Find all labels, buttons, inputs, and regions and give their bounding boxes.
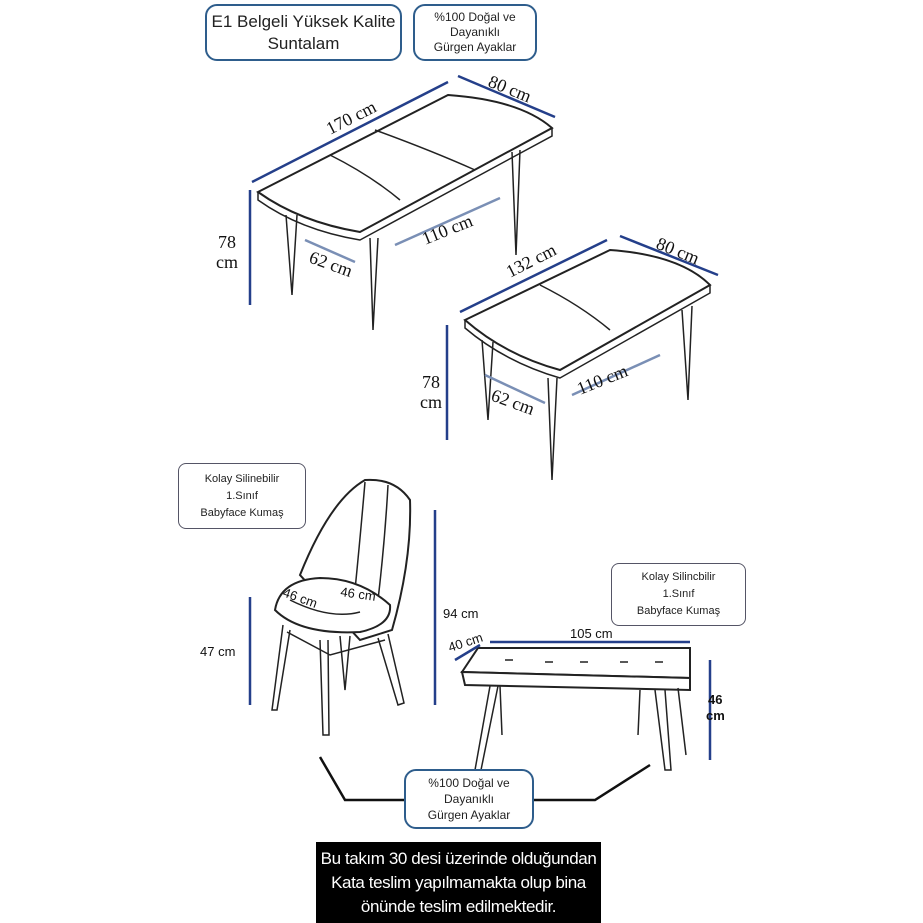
bench-fabric-line-3: Babyface Kumaş (636, 605, 721, 617)
legs-line-1: %100 Doğal ve (434, 10, 516, 24)
table1-height-unit: cm (216, 252, 238, 272)
legs-label-bottom: %100 Doğal ve Dayanıklı Gürgen Ayaklar (404, 769, 534, 829)
connector-line-left (318, 756, 405, 802)
chair-fabric-label: Kolay Silinebilir 1.Sınıf Babyface Kumaş (178, 463, 306, 529)
bench-fabric-line-2: 1.Sınıf (662, 588, 695, 600)
table2-height-value: 78 (422, 372, 440, 392)
suntalam-label: E1 Belgeli Yüksek Kalite Suntalam (205, 4, 402, 61)
bottom-legs-line-2: Dayanıklı (443, 792, 495, 806)
legs-line-3: Gürgen Ayaklar (433, 40, 517, 54)
table2-height-unit: cm (420, 392, 442, 412)
notice-line-1: Bu takım 30 desi üzerinde olduğundan (320, 848, 597, 868)
suntalam-line-2: Suntalam (267, 33, 340, 53)
closed-table-drawing: 132 cm 80 cm 78 cm 62 cm 110 cm (420, 233, 719, 481)
connector-line-right (533, 763, 651, 802)
notice-line-2: Kata teslim yapılmamakta olup bina (331, 872, 586, 892)
bench-height-unit: cm (706, 708, 725, 723)
chair-fabric-line-3: Babyface Kumaş (200, 506, 284, 519)
bench-fabric-line-1: Kolay Silincbilir (641, 571, 716, 583)
notice-line-3: önünde teslim edilmektedir. (360, 896, 557, 916)
table1-height-value: 78 (218, 232, 236, 252)
chair-total-height: 94 cm (443, 606, 478, 621)
bench-length: 105 cm (570, 626, 613, 641)
bottom-legs-line-1: %100 Doğal ve (428, 776, 510, 790)
chair-drawing: 47 cm 94 cm 46 cm 46 cm (200, 478, 478, 736)
suntalam-line-1: E1 Belgeli Yüksek Kalite (211, 11, 396, 31)
bench-fabric-label: Kolay Silincbilir 1.Sınıf Babyface Kumaş (611, 563, 746, 626)
legs-label-top: %100 Doğal ve Dayanıklı Gürgen Ayaklar (413, 4, 537, 61)
chair-fabric-line-1: Kolay Silinebilir (204, 472, 280, 485)
chair-seat-height: 47 cm (200, 644, 235, 659)
table2-base: 110 cm (574, 360, 630, 398)
bottom-legs-line-3: Gürgen Ayaklar (427, 808, 511, 822)
legs-line-2: Dayanıklı (449, 25, 501, 39)
bench-drawing: 105 cm 40 cm 46 cm (446, 626, 725, 771)
table2-leaf: 62 cm (489, 385, 538, 419)
delivery-notice-banner: Bu takım 30 desi üzerinde olduğundan Kat… (316, 842, 601, 923)
table2-length: 132 cm (503, 239, 560, 281)
bench-height-value: 46 (708, 692, 722, 707)
chair-seat-width: 46 cm (340, 584, 377, 604)
table1-base: 110 cm (419, 210, 475, 248)
chair-fabric-line-2: 1.Sınıf (226, 489, 258, 502)
